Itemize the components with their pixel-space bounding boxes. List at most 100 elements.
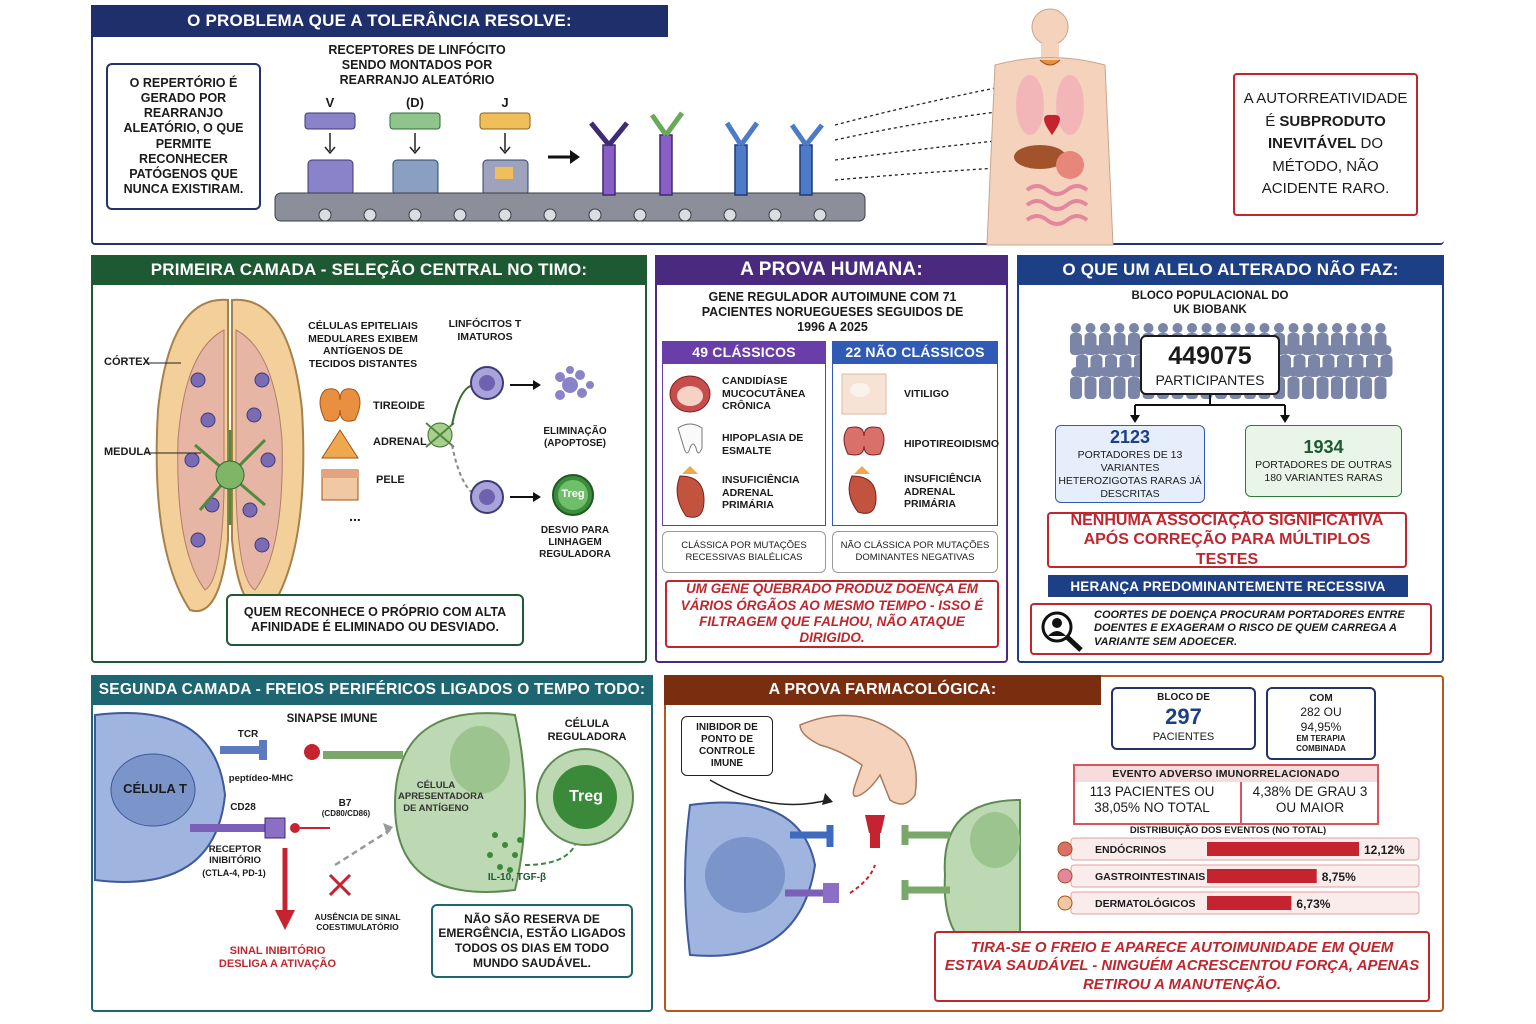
crowd-person-body bbox=[1360, 377, 1372, 399]
chart-category-label: DERMATOLÓGICOS bbox=[1095, 897, 1196, 910]
chart-category-icon bbox=[1057, 841, 1073, 857]
participants-label: PARTICIPANTES bbox=[1155, 371, 1265, 388]
brakes-summary-box: NÃO SÃO RESERVA DE EMERGÊNCIA, ESTÃO LIG… bbox=[431, 904, 633, 978]
nonclassic-header: 22 NÃO CLÁSSICOS bbox=[832, 341, 998, 363]
section-title-text: SEGUNDA CAMADA - FREIOS PERIFÉRICOS LIGA… bbox=[98, 681, 646, 698]
autoreactivity-box: A AUTORREATIVIDADE É SUBPRODUTO INEVITÁV… bbox=[1233, 73, 1418, 216]
magnifier-icon bbox=[1041, 611, 1083, 652]
section-title: A PROVA FARMACOLÓGICA: bbox=[664, 675, 1101, 705]
section-title-text: O PROBLEMA QUE A TOLERÂNCIA RESOLVE: bbox=[187, 11, 572, 30]
section-title: A PROVA HUMANA: bbox=[655, 255, 1008, 285]
crowd-person-head bbox=[1332, 323, 1342, 333]
cd28-label: CD28 bbox=[230, 802, 256, 813]
other-variants-count: 1934 bbox=[1303, 437, 1344, 458]
b7-label: B7 bbox=[338, 798, 352, 809]
crowd-person-body bbox=[1099, 377, 1111, 399]
autoreactivity-pre: A AUTORREATIVIDADE É bbox=[1243, 90, 1408, 130]
medula-pointer bbox=[146, 452, 201, 454]
patients-block-count: 297 bbox=[1165, 704, 1202, 730]
crowd-person-body bbox=[1302, 377, 1314, 399]
tcell-label: CÉLULA T bbox=[123, 781, 187, 796]
crowd-person-head bbox=[1187, 323, 1197, 333]
crowd-person-body bbox=[1113, 377, 1126, 399]
inhibitor-text: INIBIDOR DE PONTO DE CONTROLE IMUNE bbox=[696, 721, 758, 770]
nonclassic-item-3: INSUFICIÊNCIA ADRENAL PRIMÁRIA bbox=[904, 473, 982, 511]
crowd-person-head bbox=[1288, 323, 1299, 333]
crowd-person-body bbox=[1374, 377, 1387, 399]
crowd-person-head bbox=[1361, 323, 1371, 333]
organ-icons bbox=[319, 388, 361, 501]
classic-column bbox=[662, 363, 826, 526]
il10-label: IL-10, TGF-β bbox=[487, 872, 547, 883]
crowd-person-head bbox=[1303, 367, 1313, 377]
nonclassic-item-2: HIPOTIREOIDISMO bbox=[904, 438, 1000, 450]
crowd-person-body bbox=[1128, 377, 1140, 399]
crowd-person-head bbox=[1129, 323, 1139, 333]
split-arrows bbox=[1130, 395, 1290, 423]
absence-label: AUSÊNCIA DE SINAL COESTIMULATÓRIO bbox=[314, 912, 401, 933]
crowd-person-head bbox=[1274, 323, 1284, 333]
crowd-person-head bbox=[1106, 345, 1116, 355]
section-title-text: O QUE UM ALELO ALTERADO NÃO FAZ: bbox=[1062, 260, 1399, 279]
crowd-person-head bbox=[1280, 345, 1290, 355]
known-variants-label: PORTADORES DE 13 VARIANTES HETEROZIGOTAS… bbox=[1058, 449, 1202, 500]
segment-j-label: J bbox=[501, 95, 509, 110]
checkpoint-illustration bbox=[684, 714, 1021, 962]
crowd-person-head bbox=[1375, 323, 1386, 333]
cortex-label: CÓRTEX bbox=[104, 356, 150, 368]
combination-box: COM 282 OU 94,95% EM TERAPIA COMBINADA bbox=[1266, 687, 1376, 760]
patients-block-label: BLOCO DE bbox=[1157, 692, 1210, 704]
autoreactivity-post: DO MÉTODO, NÃO ACIDENTE RARO. bbox=[1261, 135, 1390, 198]
nonclassic-footnote-text: NÃO CLÁSSICA POR MUTAÇÕES DOMINANTES NEG… bbox=[840, 540, 990, 563]
crowd-person-head bbox=[1317, 323, 1328, 333]
combination-mid: 282 OU 94,95% bbox=[1300, 705, 1342, 734]
regulatory-cell-label: CÉLULA REGULADORA bbox=[547, 718, 627, 744]
synapse-label: SINAPSE IMUNE bbox=[286, 713, 378, 725]
crowd-person-head bbox=[1332, 367, 1342, 377]
crowd-person-head bbox=[1346, 367, 1357, 377]
crowd-person-head bbox=[1361, 367, 1371, 377]
inhibitory-receptor-sub: (CTLA-4, PD-1) bbox=[202, 868, 266, 878]
section-title-text: PRIMEIRA CAMADA - SELEÇÃO CENTRAL NO TIM… bbox=[150, 260, 588, 279]
adverse-event-title-text: EVENTO ADVERSO IMUNORRELACIONADO bbox=[1112, 768, 1340, 780]
patients-block-sub: PACIENTES bbox=[1152, 731, 1215, 744]
crowd-person-head bbox=[1129, 367, 1139, 377]
human-proof-red-text: UM GENE QUEBRADO PRODUZ DOENÇA EM VÁRIOS… bbox=[680, 581, 984, 646]
distribution-title: DISTRIBUIÇÃO DOS EVENTOS (NO TOTAL) bbox=[1129, 825, 1327, 836]
treg-badge: Treg bbox=[561, 488, 585, 500]
cohorts-box: COORTES DE DOENÇA PROCURAM PORTADORES EN… bbox=[1030, 603, 1432, 655]
section-title-text: A PROVA HUMANA: bbox=[740, 259, 923, 280]
crowd-person-head bbox=[1352, 345, 1363, 355]
participants-count: 449075 bbox=[1168, 342, 1252, 371]
chart-category-label: ENDÓCRINOS bbox=[1095, 843, 1166, 856]
skin-label: PELE bbox=[376, 474, 405, 486]
section-title-text: A PROVA FARMACOLÓGICA: bbox=[768, 681, 997, 698]
crowd-person-head bbox=[1100, 323, 1110, 333]
chart-bar bbox=[1207, 869, 1317, 883]
known-variants-count: 2123 bbox=[1109, 427, 1151, 448]
crowd-person-head bbox=[1294, 345, 1305, 355]
crowd-person-head bbox=[1317, 367, 1328, 377]
selection-summary-text: QUEM RECONHECE O PRÓPRIO COM ALTA AFINID… bbox=[243, 604, 507, 634]
crowd-person-head bbox=[1120, 345, 1131, 355]
nonclassic-item-1: VITILIGO bbox=[904, 388, 949, 400]
pharma-red-box: TIRA-SE O FREIO E APARECE AUTOIMUNIDADE … bbox=[934, 931, 1430, 1002]
classic-item-1: CANDIDÍASE MUCOCUTÂNEA CRÔNICA bbox=[722, 375, 806, 413]
thyroid-label: TIREOIDE bbox=[373, 400, 425, 412]
crowd-person-body bbox=[1331, 377, 1343, 399]
patients-block-box: BLOCO DE 297 PACIENTES bbox=[1111, 687, 1256, 750]
crowd-person-head bbox=[1201, 323, 1212, 333]
adrenal-label: ADRENAL bbox=[373, 436, 427, 448]
crowd-person-body bbox=[1070, 377, 1082, 399]
selection-diagram bbox=[425, 366, 594, 516]
crowd-person-head bbox=[1288, 367, 1299, 377]
adverse-event-divider bbox=[1240, 782, 1242, 824]
crowd-person-head bbox=[1367, 345, 1377, 355]
crowd-person-head bbox=[1245, 323, 1255, 333]
classic-item-2: HIPOPLASIA DE ESMALTE bbox=[722, 432, 804, 457]
crowd-person-head bbox=[1338, 345, 1348, 355]
known-variants-box: 2123 PORTADORES DE 13 VARIANTES HETEROZI… bbox=[1055, 425, 1205, 503]
chart-value-label: 12,12% bbox=[1364, 843, 1405, 857]
classic-item-3: INSUFICIÊNCIA ADRENAL PRIMÁRIA bbox=[722, 474, 800, 512]
